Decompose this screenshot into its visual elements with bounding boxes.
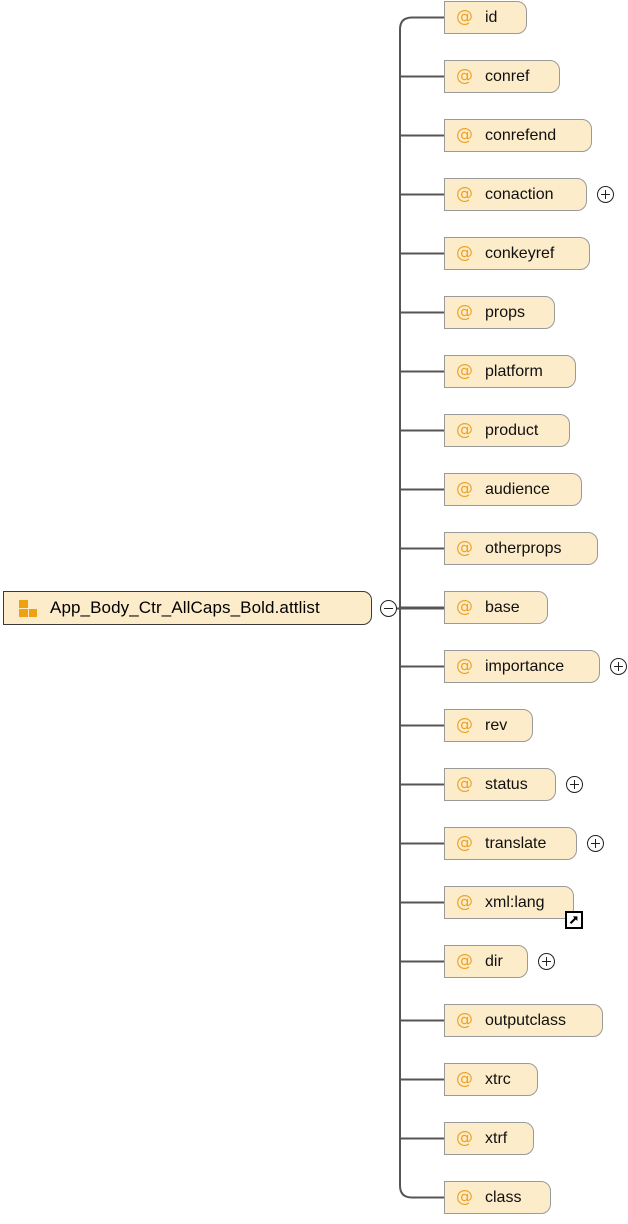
expand-toggle-dir[interactable] (538, 953, 555, 970)
attribute-node-label: conrefend (485, 126, 557, 144)
attribute-node-translate[interactable]: @ translate (444, 827, 577, 860)
attribute-node-audience[interactable]: @ audience (444, 473, 582, 506)
attribute-node-label: props (485, 303, 526, 321)
at-symbol-icon: @ (456, 7, 473, 27)
attribute-node-rev[interactable]: @ rev (444, 709, 533, 742)
at-symbol-icon: @ (456, 715, 473, 735)
attribute-node-otherprops[interactable]: @ otherprops (444, 532, 598, 565)
attribute-node-product[interactable]: @ product (444, 414, 570, 447)
attribute-node-xml-lang[interactable]: @ xml:lang (444, 886, 574, 919)
attribute-node-label: conaction (485, 185, 554, 203)
attribute-node-conref[interactable]: @ conref (444, 60, 560, 93)
attribute-node-id[interactable]: @ id (444, 1, 527, 34)
at-symbol-icon: @ (456, 184, 473, 204)
at-symbol-icon: @ (456, 243, 473, 263)
attribute-node-dir[interactable]: @ dir (444, 945, 528, 978)
attribute-node-status[interactable]: @ status (444, 768, 556, 801)
expand-toggle-status[interactable] (566, 776, 583, 793)
attribute-node-label: id (485, 8, 498, 26)
attribute-node-importance[interactable]: @ importance (444, 650, 600, 683)
attribute-node-label: xtrf (485, 1129, 508, 1147)
at-symbol-icon: @ (456, 361, 473, 381)
at-symbol-icon: @ (456, 302, 473, 322)
at-symbol-icon: @ (456, 892, 473, 912)
attribute-node-base[interactable]: @ base (444, 591, 548, 624)
attribute-node-label: base (485, 598, 520, 616)
at-symbol-icon: @ (456, 774, 473, 794)
at-symbol-icon: @ (456, 656, 473, 676)
attribute-node-label: translate (485, 834, 547, 852)
at-symbol-icon: @ (456, 1187, 473, 1207)
attribute-node-label: importance (485, 657, 565, 675)
expand-toggle-importance[interactable] (610, 658, 627, 675)
attribute-node-class[interactable]: @ class (444, 1181, 551, 1214)
expand-toggle-conaction[interactable] (597, 186, 614, 203)
attribute-node-label: dir (485, 952, 503, 970)
attribute-node-xtrc[interactable]: @ xtrc (444, 1063, 538, 1096)
root-node-attlist[interactable]: App_Body_Ctr_AllCaps_Bold.attlist (3, 591, 372, 625)
attribute-node-props[interactable]: @ props (444, 296, 555, 329)
at-symbol-icon: @ (456, 1010, 473, 1030)
root-node-label: App_Body_Ctr_AllCaps_Bold.attlist (50, 598, 320, 617)
at-symbol-icon: @ (456, 1128, 473, 1148)
attribute-node-conrefend[interactable]: @ conrefend (444, 119, 592, 152)
at-symbol-icon: @ (456, 597, 473, 617)
attribute-node-outputclass[interactable]: @ outputclass (444, 1004, 603, 1037)
root-collapse-toggle[interactable] (380, 600, 397, 617)
external-reference-icon[interactable] (565, 911, 583, 929)
attribute-node-label: product (485, 421, 539, 439)
attribute-node-label: xtrc (485, 1070, 511, 1088)
attribute-node-label: outputclass (485, 1011, 566, 1029)
attribute-node-label: conkeyref (485, 244, 555, 262)
attribute-node-platform[interactable]: @ platform (444, 355, 576, 388)
attribute-node-label: status (485, 775, 528, 793)
attribute-node-conkeyref[interactable]: @ conkeyref (444, 237, 590, 270)
attribute-node-label: xml:lang (485, 893, 545, 911)
attribute-node-label: platform (485, 362, 543, 380)
attribute-node-label: rev (485, 716, 508, 734)
attribute-node-label: audience (485, 480, 550, 498)
attribute-node-label: otherprops (485, 539, 562, 557)
attlist-squares-icon (18, 599, 37, 617)
at-symbol-icon: @ (456, 833, 473, 853)
at-symbol-icon: @ (456, 951, 473, 971)
attribute-node-label: class (485, 1188, 522, 1206)
at-symbol-icon: @ (456, 1069, 473, 1089)
attribute-node-label: conref (485, 67, 530, 85)
at-symbol-icon: @ (456, 479, 473, 499)
at-symbol-icon: @ (456, 538, 473, 558)
at-symbol-icon: @ (456, 125, 473, 145)
expand-toggle-translate[interactable] (587, 835, 604, 852)
attribute-node-xtrf[interactable]: @ xtrf (444, 1122, 534, 1155)
at-symbol-icon: @ (456, 66, 473, 86)
at-symbol-icon: @ (456, 420, 473, 440)
attribute-node-conaction[interactable]: @ conaction (444, 178, 587, 211)
